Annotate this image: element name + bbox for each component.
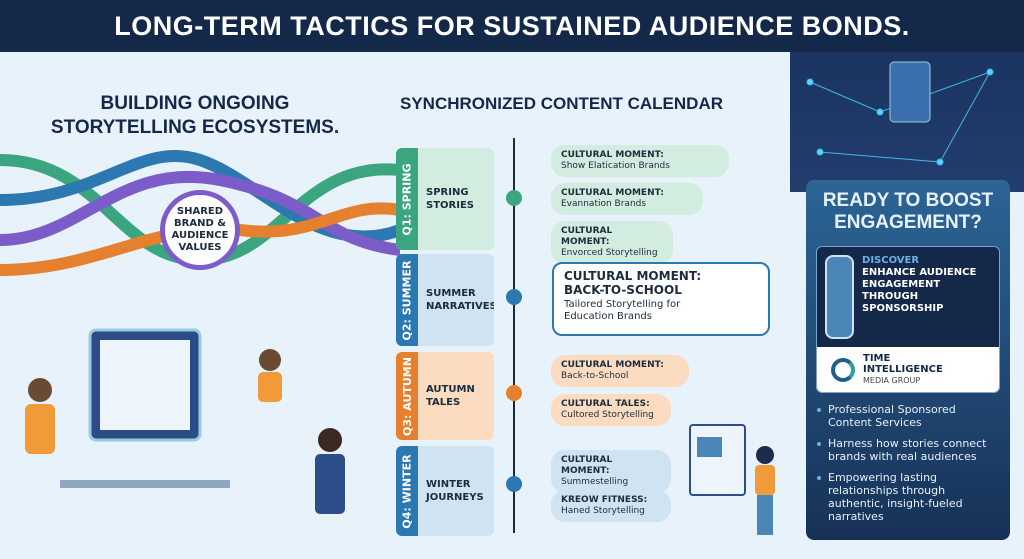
quarter-q2: Q2: SUMMER SUMMER NARRATIVES	[396, 254, 494, 346]
promo-text: ENHANCE AUDIENCE ENGAGEMENT THROUGH SPON…	[862, 267, 977, 314]
page-title: LONG-TERM TACTICS FOR SUSTAINED AUDIENCE…	[114, 10, 910, 41]
list-item: Professional Sponsored Content Services	[816, 403, 1000, 429]
presenter-illustration	[689, 424, 775, 535]
event-card: CULTURAL MOMENT:Summestelling	[551, 450, 671, 493]
timeline-node-q2	[506, 289, 522, 305]
list-item: Harness how stories connect brands with …	[816, 437, 1000, 463]
phone-illustration	[825, 255, 855, 339]
quarter-q4: Q4: WINTER WINTER JOURNEYS	[396, 446, 494, 536]
quarter-q1: Q1: SPRING SPRING STORIES	[396, 148, 494, 250]
list-item: Empowering lasting relationships through…	[816, 471, 1000, 523]
shared-values-hub: SHARED BRAND & AUDIENCE VALUES	[160, 190, 240, 270]
timeline-node-q1	[506, 190, 522, 206]
timeline-node-q3	[506, 385, 522, 401]
quarter-name: AUTUMN TALES	[426, 384, 475, 408]
quarter-tab: Q2: SUMMER	[400, 260, 414, 340]
quarter-tab: Q3: AUTUMN	[400, 356, 414, 436]
promo-kicker: DISCOVER	[862, 255, 920, 266]
quarter-tab: Q4: WINTER	[400, 453, 414, 529]
timeline-axis	[513, 138, 515, 533]
quarter-name: WINTER JOURNEYS	[426, 479, 484, 503]
quarter-name: SUMMER NARRATIVES	[426, 288, 494, 312]
team-illustration	[25, 328, 345, 514]
clock-icon	[831, 357, 855, 382]
event-card: CULTURAL TALES:Cultored Storytelling	[551, 394, 671, 426]
timeline-node-q4	[506, 476, 522, 492]
event-card: CULTURAL MOMENT:Show Elatication Brands	[551, 145, 729, 177]
benefits-list: Professional Sponsored Content Services …	[816, 403, 1000, 523]
quarter-tab: Q1: SPRING	[400, 162, 414, 236]
event-card: CULTURAL MOMENT:Evannation Brands	[551, 183, 703, 215]
event-card: CULTURAL MOMENT:Envorced Storytelling	[551, 221, 673, 264]
calendar-heading: SYNCHRONIZED CONTENT CALENDAR	[400, 94, 723, 113]
network-lines	[806, 61, 994, 166]
event-card: KREOW FITNESS:Haned Storytelling	[551, 490, 671, 522]
event-card: CULTURAL MOMENT:Back-to-School	[551, 355, 689, 387]
cta-heading: READY TO BOOST ENGAGEMENT?	[822, 190, 994, 233]
network-illustration	[790, 52, 1024, 192]
quarter-name: SPRING STORIES	[426, 187, 474, 211]
section-heading-ecosystems: BUILDING ONGOING STORYTELLING ECOSYSTEMS…	[50, 93, 340, 138]
quarter-q3: Q3: AUTUMN AUTUMN TALES	[396, 352, 494, 440]
header-banner: LONG-TERM TACTICS FOR SUSTAINED AUDIENCE…	[0, 0, 1024, 52]
